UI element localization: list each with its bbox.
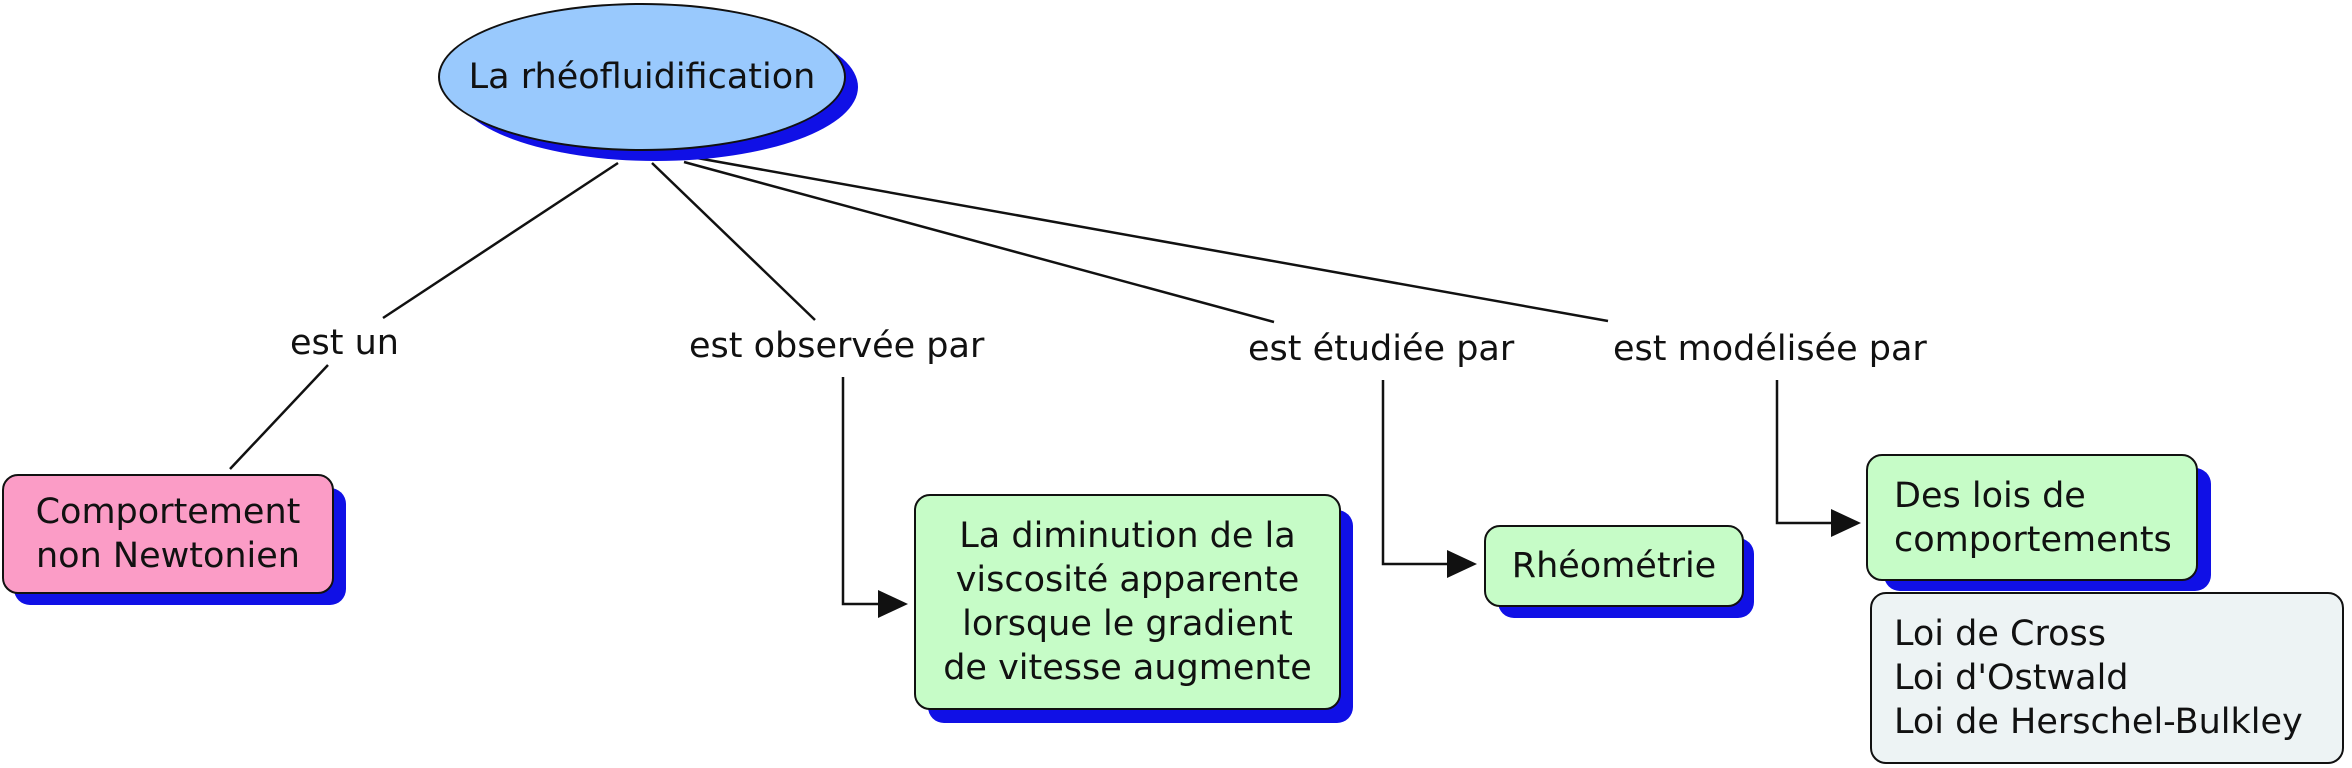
- connector-observee-diminution: [841, 377, 880, 606]
- root-label: La rhéofluidification: [468, 57, 816, 97]
- link-est-observee-par: est observée par: [689, 326, 985, 366]
- arrowhead-diminution: [878, 590, 908, 618]
- example-cross: Loi de Cross: [1894, 614, 2106, 654]
- arrowhead-rheometrie: [1447, 550, 1477, 578]
- connector-root-est-un: [382, 161, 619, 320]
- comportement-line-1: Comportement: [35, 492, 301, 532]
- diminution-line-1: La diminution de la: [959, 516, 1296, 556]
- example-ostwald: Loi d'Ostwald: [1894, 658, 2129, 698]
- concept-rheometrie[interactable]: Rhéométrie: [1484, 525, 1744, 607]
- arrowhead-lois: [1831, 509, 1861, 537]
- concept-comportement-non-newtonien[interactable]: Comportement non Newtonien: [2, 474, 334, 594]
- connector-root-observee: [651, 162, 816, 321]
- link-est-modelisee-par: est modélisée par: [1613, 329, 1927, 369]
- comportement-line-2: non Newtonien: [35, 536, 300, 576]
- connector-modelisee-lois: [1775, 380, 1833, 525]
- connector-root-modelisee: [696, 156, 1609, 323]
- concept-des-lois-de-comportements[interactable]: Des lois de comportements: [1866, 454, 2198, 581]
- lois-line-2: comportements: [1894, 519, 2172, 560]
- diminution-line-4: de vitesse augmente: [943, 648, 1312, 688]
- diminution-line-3: lorsque le gradient: [962, 604, 1293, 644]
- diminution-line-2: viscosité apparente: [955, 560, 1300, 600]
- lois-line-1: Des lois de: [1894, 475, 2086, 516]
- rheometrie-label: Rhéométrie: [1511, 546, 1717, 586]
- connector-etudiee-rheometrie: [1381, 380, 1449, 566]
- link-est-etudiee-par: est étudiée par: [1248, 329, 1515, 369]
- examples-box[interactable]: Loi de Cross Loi d'Ostwald Loi de Hersch…: [1870, 592, 2344, 764]
- concept-diminution-viscosite[interactable]: La diminution de la viscosité apparente …: [914, 494, 1341, 710]
- example-herschel-bulkley: Loi de Herschel-Bulkley: [1894, 702, 2303, 742]
- connector-root-etudiee: [683, 160, 1275, 324]
- link-est-un: est un: [290, 323, 399, 363]
- root-concept[interactable]: La rhéofluidification: [438, 3, 846, 151]
- connector-est-un-comportement: [229, 364, 329, 470]
